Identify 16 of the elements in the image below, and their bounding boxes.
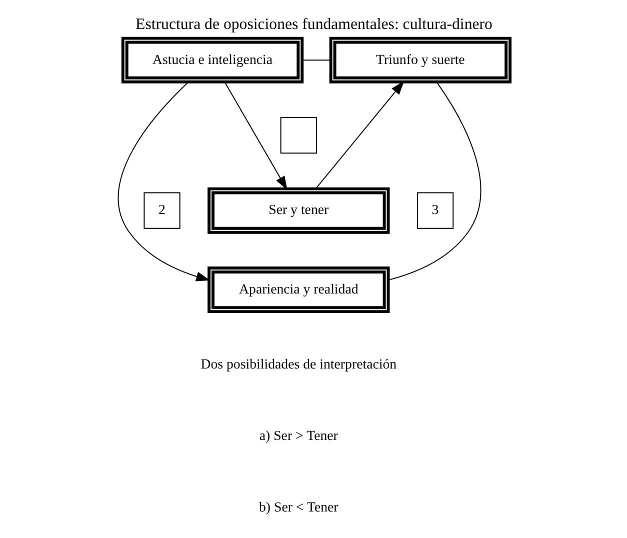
node-box: Ser y tener — [207, 187, 390, 234]
node-box: 3 — [416, 192, 454, 229]
label: b) Ser < Tener — [258, 499, 338, 514]
diagram-title: Estructura de oposiciones fundamentales: cultura-dinero — [135, 16, 492, 34]
node-box — [280, 117, 316, 154]
node-box: Astucia e inteligencia — [120, 36, 304, 84]
node-box: 2 — [143, 192, 180, 229]
arrow — [314, 80, 404, 190]
connector — [388, 82, 481, 280]
arrow — [224, 82, 287, 190]
node-box: Apariencia y realidad — [207, 266, 390, 314]
connector — [301, 60, 330, 61]
node-box: Triunfo y suerte — [328, 36, 512, 84]
arrow — [118, 82, 210, 282]
label: Dos posibilidades de interpretación — [200, 356, 396, 372]
label: a) Ser > Tener — [258, 428, 338, 443]
